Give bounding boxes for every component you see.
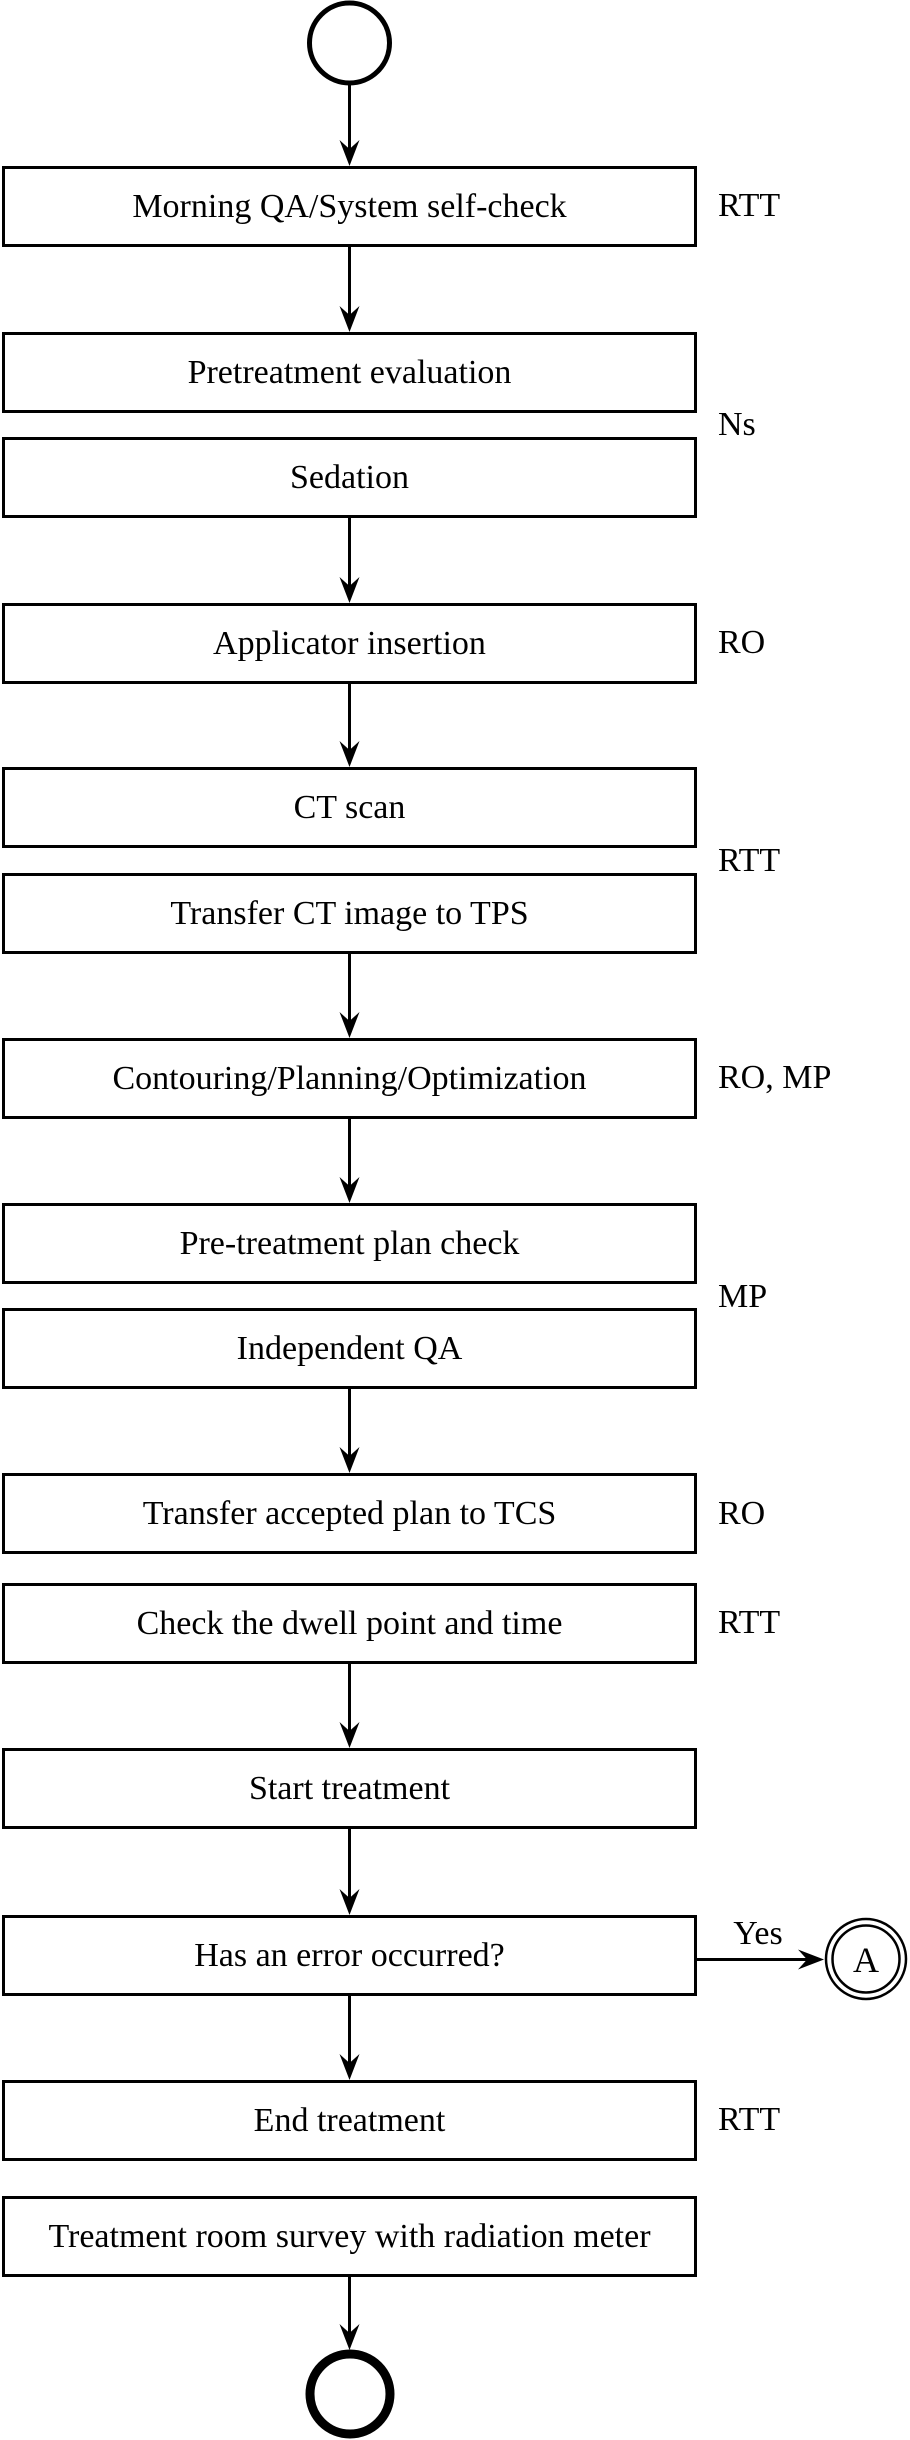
step-label: Treatment room survey with radiation met… <box>48 2217 651 2255</box>
arrowhead-down-icon <box>339 1889 360 1915</box>
step-start-treatment: Start treatment <box>2 1748 697 1829</box>
step-transfer-ct-to-tps: Transfer CT image to TPS <box>2 873 697 954</box>
role-label-mp-plan-check: MP <box>718 1278 768 1315</box>
arrowhead-down-icon <box>339 1722 360 1748</box>
arrowhead-down-icon <box>339 1012 360 1038</box>
step-label: Pre-treatment plan check <box>179 1224 520 1262</box>
role-label-rtt-ct: RTT <box>718 842 781 879</box>
step-label: Contouring/Planning/Optimization <box>112 1059 587 1097</box>
arrowhead-down-icon <box>339 741 360 767</box>
step-label: Applicator insertion <box>213 624 486 662</box>
connector-a-label: A <box>853 1940 879 1980</box>
arrowhead-down-icon <box>339 140 360 166</box>
step-independent-qa: Independent QA <box>2 1308 697 1389</box>
step-label: Pretreatment evaluation <box>187 353 512 391</box>
step-ct-scan: CT scan <box>2 767 697 848</box>
step-room-survey: Treatment room survey with radiation met… <box>2 2196 697 2277</box>
step-label: Sedation <box>290 458 409 496</box>
step-label: End treatment <box>253 2101 446 2139</box>
role-label-ro-applicator: RO <box>718 624 766 661</box>
role-label-rtt-morning-qa: RTT <box>718 187 781 224</box>
arrowhead-right-icon <box>798 1949 824 1970</box>
arrowhead-down-icon <box>339 1447 360 1473</box>
step-contouring-planning-optimization: Contouring/Planning/Optimization <box>2 1038 697 1119</box>
step-transfer-plan-to-tcs: Transfer accepted plan to TCS <box>2 1473 697 1554</box>
arrowhead-down-icon <box>339 306 360 332</box>
step-label: Transfer accepted plan to TCS <box>142 1494 557 1532</box>
end-terminal-icon <box>305 2349 395 2439</box>
step-check-dwell-point-time: Check the dwell point and time <box>2 1583 697 1664</box>
role-label-ns-evaluation: Ns <box>718 406 756 443</box>
step-sedation: Sedation <box>2 437 697 518</box>
arrowhead-down-icon <box>339 2054 360 2080</box>
step-pretreatment-plan-check: Pre-treatment plan check <box>2 1203 697 1284</box>
role-label-rtt-dwell-check: RTT <box>718 1604 781 1641</box>
arrowhead-down-icon <box>339 1177 360 1203</box>
step-label: Check the dwell point and time <box>136 1604 563 1642</box>
step-label: Independent QA <box>236 1329 463 1367</box>
branch-yes-label: Yes <box>733 1915 783 1952</box>
step-applicator-insertion: Applicator insertion <box>2 603 697 684</box>
step-label: Has an error occurred? <box>194 1936 505 1974</box>
step-label: Start treatment <box>248 1769 451 1807</box>
step-end-treatment: End treatment <box>2 2080 697 2161</box>
step-label: Morning QA/System self-check <box>132 187 567 225</box>
start-terminal-icon <box>307 0 392 86</box>
role-label-rtt-end: RTT <box>718 2101 781 2138</box>
decision-error-occurred: Has an error occurred? <box>2 1915 697 1996</box>
step-label: Transfer CT image to TPS <box>170 894 529 932</box>
role-label-ro-transfer-tcs: RO <box>718 1495 766 1532</box>
arrowhead-down-icon <box>339 577 360 603</box>
role-label-ro-mp-planning: RO, MP <box>718 1059 832 1096</box>
step-pretreatment-evaluation: Pretreatment evaluation <box>2 332 697 413</box>
step-label: CT scan <box>293 788 406 826</box>
arrowhead-down-icon <box>339 2324 360 2350</box>
step-morning-qa: Morning QA/System self-check <box>2 166 697 247</box>
